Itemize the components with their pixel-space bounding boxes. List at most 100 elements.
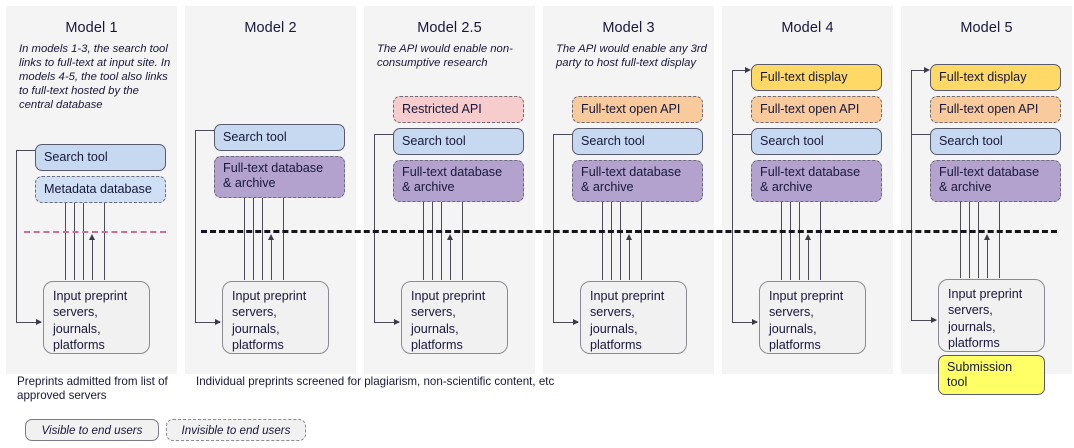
feed-line-m4-short: [808, 240, 810, 280]
box-submission-tool-m5[interactable]: Submission tool: [938, 355, 1045, 395]
arrowhead-m5-to-input: [931, 316, 937, 323]
feed-line-m5-1: [960, 202, 962, 278]
input-line-4: platforms: [411, 338, 463, 353]
feed-line-m4-4: [820, 202, 822, 280]
box-label: Search tool: [402, 134, 466, 148]
feed-line-m4-1: [781, 202, 783, 280]
box-search-tool-m3[interactable]: Search tool: [572, 128, 703, 155]
connector-m5-search-to-input: [911, 320, 936, 322]
column-model-1: Model 1 In models 1-3, the search tool l…: [6, 6, 177, 374]
separator-pink-m1: [24, 231, 166, 233]
box-label: Search tool: [760, 134, 824, 148]
input-line-1: Input preprint: [53, 289, 128, 303]
box-label: Full-text open API: [760, 102, 860, 116]
connector-m1-search-to-input: [16, 322, 41, 324]
box-label: Search tool: [223, 130, 287, 144]
column-title-model-2-5: Model 2.5: [417, 20, 482, 36]
connector-m3-search-h: [553, 134, 573, 136]
connector-m4-search-to-input: [732, 322, 757, 324]
box-fulltext-database-m25[interactable]: Full-text database & archive: [393, 160, 524, 202]
box-search-tool-m2[interactable]: Search tool: [214, 124, 345, 151]
feed-arrow-m1-short: [88, 234, 95, 240]
box-fulltext-display-m4[interactable]: Full-text display: [751, 64, 882, 91]
column-title-model-3: Model 3: [602, 20, 655, 36]
feed-line-m5-2: [969, 202, 971, 278]
box-search-tool-m5[interactable]: Search tool: [930, 128, 1061, 155]
input-line-1: Input preprint: [590, 289, 665, 303]
input-preprint-servers-m25[interactable]: Input preprint servers, journals, platfo…: [401, 281, 508, 354]
column-model-2-5: Model 2.5 The API would enable non-consu…: [364, 6, 535, 374]
input-line-2: servers,: [769, 305, 814, 320]
box-fulltext-database-m4[interactable]: Full-text database & archive: [751, 160, 882, 202]
box-fulltext-open-api-m3[interactable]: Full-text open API: [572, 96, 703, 123]
box-label-line-1: Submission: [947, 360, 1013, 374]
arrowhead-m5-to-display: [924, 66, 930, 73]
input-preprint-servers-m3[interactable]: Input preprint servers, journals, platfo…: [580, 281, 687, 354]
legend-visible-to-end-users: Visible to end users: [25, 419, 159, 441]
box-fulltext-display-m5[interactable]: Full-text display: [930, 64, 1061, 91]
box-restricted-api-m25[interactable]: Restricted API: [393, 96, 524, 123]
box-fulltext-database-m3[interactable]: Full-text database & archive: [572, 160, 703, 202]
box-label-line-2: & archive: [939, 179, 992, 194]
box-fulltext-open-api-m5[interactable]: Full-text open API: [930, 96, 1061, 123]
connector-m1-search-h: [16, 150, 36, 152]
connector-m4-to-display-h: [732, 70, 749, 72]
arrowhead-m2-to-input: [215, 318, 221, 325]
input-preprint-servers-m4[interactable]: Input preprint servers, journals, platfo…: [759, 281, 866, 354]
input-line-4: platforms: [232, 338, 284, 353]
feed-line-m1-1: [65, 203, 67, 280]
feed-line-m3-2: [611, 202, 613, 280]
input-preprint-servers-m2[interactable]: Input preprint servers, journals, platfo…: [222, 281, 329, 354]
feed-line-m3-4: [641, 202, 643, 280]
column-title-model-4: Model 4: [781, 20, 834, 36]
feed-arrow-m25-short: [446, 234, 453, 240]
box-search-tool-m25[interactable]: Search tool: [393, 128, 524, 155]
arrowhead-m4-to-input: [752, 318, 758, 325]
box-label-line-1: Full-text database: [760, 165, 861, 179]
feed-line-m5-3: [978, 202, 980, 278]
feed-line-m5-short: [987, 240, 989, 278]
feed-line-m4-2: [790, 202, 792, 280]
input-line-2: servers,: [948, 303, 993, 318]
column-title-model-5: Model 5: [960, 20, 1013, 36]
arrowhead-m4-to-display: [745, 66, 751, 73]
input-preprint-servers-m1[interactable]: Input preprint servers, journals, platfo…: [43, 281, 150, 354]
input-line-1: Input preprint: [769, 289, 844, 303]
box-metadata-database-m1[interactable]: Metadata database: [35, 176, 166, 203]
arrowhead-m25-to-input: [394, 318, 400, 325]
box-label: Metadata database: [44, 182, 152, 196]
input-line-3: journals,: [232, 321, 280, 336]
connector-m4-search-v: [732, 70, 734, 322]
input-line-4: platforms: [948, 336, 1000, 351]
input-line-3: journals,: [590, 321, 638, 336]
column-title-model-2: Model 2: [244, 20, 297, 36]
box-label: Search tool: [939, 134, 1003, 148]
connector-m2-search-to-input: [195, 322, 220, 324]
feed-line-m25-2: [432, 202, 434, 280]
input-line-4: platforms: [590, 338, 642, 353]
box-search-tool-m1[interactable]: Search tool: [35, 144, 166, 171]
box-label-line-2: & archive: [760, 179, 813, 194]
connector-m3-search-v: [553, 134, 555, 322]
box-fulltext-open-api-m4[interactable]: Full-text open API: [751, 96, 882, 123]
box-label-line-1: Full-text database: [939, 165, 1040, 179]
connector-m3-search-to-input: [553, 322, 578, 324]
input-line-2: servers,: [232, 305, 277, 320]
box-label: Search tool: [581, 134, 645, 148]
input-line-2: servers,: [53, 305, 98, 320]
box-search-tool-m4[interactable]: Search tool: [751, 128, 882, 155]
box-fulltext-database-m5[interactable]: Full-text database & archive: [930, 160, 1061, 202]
input-line-3: journals,: [411, 321, 459, 336]
input-line-1: Input preprint: [948, 287, 1023, 301]
connector-m5-search-h: [911, 134, 931, 136]
feed-line-m2-3: [262, 198, 264, 280]
box-label: Full-text open API: [939, 102, 1039, 116]
connector-m5-search-v: [911, 70, 913, 320]
box-label-line-2: & archive: [581, 179, 634, 194]
input-line-3: journals,: [769, 321, 817, 336]
feed-line-m3-1: [602, 202, 604, 280]
box-label: Full-text open API: [581, 102, 681, 116]
input-preprint-servers-m5[interactable]: Input preprint servers, journals, platfo…: [938, 279, 1045, 352]
box-fulltext-database-m2[interactable]: Full-text database & archive: [214, 156, 345, 198]
